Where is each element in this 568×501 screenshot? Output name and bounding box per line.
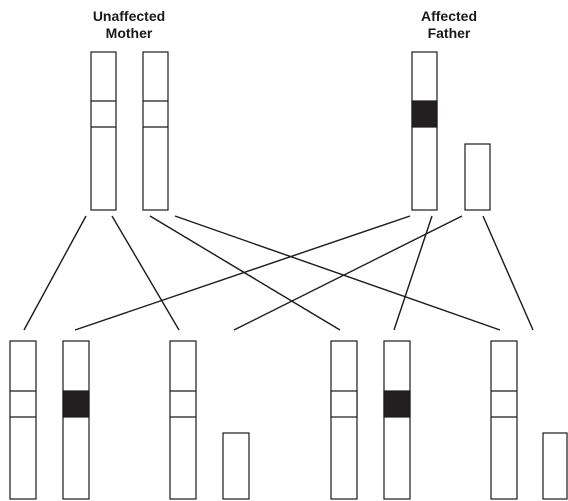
offspring-3: [330, 340, 411, 500]
mother-label-line2: Mother: [106, 25, 153, 41]
affected-band: [62, 390, 90, 418]
offspring-1: [9, 340, 90, 500]
offspring-1-maternal-chromosome: [9, 340, 37, 500]
inheritance-lines: [23, 215, 534, 331]
father-chromosome-y: [464, 143, 491, 211]
father-label: Affected Father: [421, 8, 477, 41]
affected-band: [411, 100, 438, 128]
offspring-1-paternal-chromosome: [62, 340, 90, 500]
offspring-3-maternal-chromosome: [330, 340, 358, 500]
affected-band: [383, 390, 411, 418]
father-label-line1: Affected: [421, 8, 477, 24]
mother-chromosome-2: [142, 51, 169, 211]
offspring-2-paternal-chromosome: [222, 432, 250, 500]
mother-chromosome-1: [90, 51, 117, 211]
offspring-2: [169, 340, 250, 500]
offspring-4-maternal-chromosome: [490, 340, 518, 500]
offspring-4-paternal-chromosome: [542, 432, 568, 500]
offspring-3-paternal-chromosome: [383, 340, 411, 500]
mother-label-line1: Unaffected: [93, 8, 165, 24]
offspring-2-maternal-chromosome: [169, 340, 197, 500]
father-label-line2: Father: [428, 25, 471, 41]
mother-label: Unaffected Mother: [93, 8, 165, 41]
father-chromosome-affected: [411, 51, 438, 211]
offspring-4: [490, 340, 568, 500]
